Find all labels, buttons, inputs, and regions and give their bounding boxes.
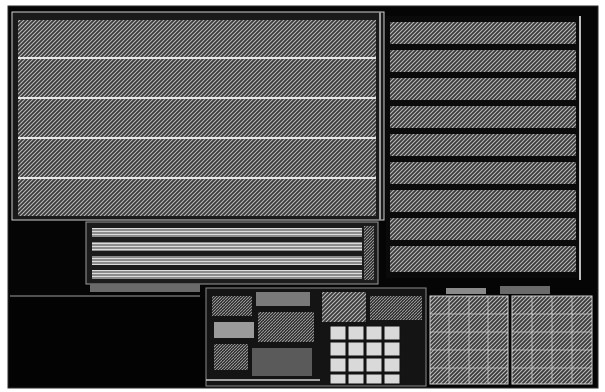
array-row xyxy=(390,218,576,240)
cell-grid-bright xyxy=(329,325,401,385)
cell-grid-blocks xyxy=(429,286,593,385)
array-row xyxy=(390,162,576,184)
lower-left-void xyxy=(10,298,206,386)
row-stripes-left xyxy=(18,57,376,179)
array-row xyxy=(390,190,576,212)
memory-array-left xyxy=(11,11,385,221)
array-row xyxy=(390,246,576,272)
array-row xyxy=(390,22,576,44)
array-row xyxy=(390,106,576,128)
left-pad-region xyxy=(10,222,82,294)
bus-lane xyxy=(92,242,362,251)
die-outline xyxy=(7,5,599,389)
array-row xyxy=(390,50,576,72)
array-row xyxy=(390,134,576,156)
bus-strip-block xyxy=(85,221,379,292)
memory-array-right xyxy=(386,16,581,280)
array-row xyxy=(390,78,576,100)
bus-lane xyxy=(92,228,362,237)
bus-lane xyxy=(92,256,362,265)
bus-lane xyxy=(92,270,362,279)
